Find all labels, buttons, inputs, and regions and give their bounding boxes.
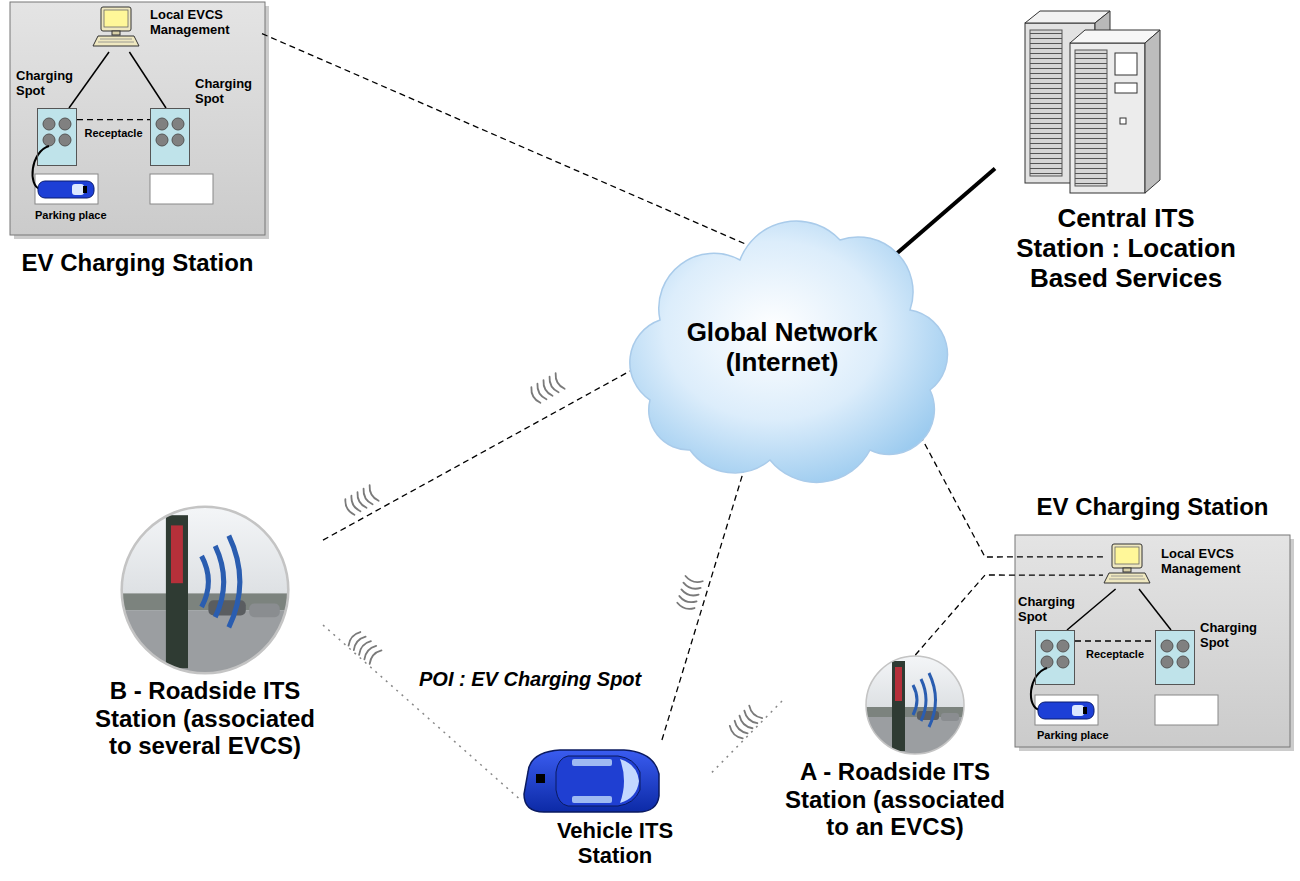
computer-icon: [93, 7, 139, 46]
connector: [662, 468, 745, 740]
car-icon: [38, 181, 94, 198]
station-heading: EV Charging Station: [1015, 493, 1290, 521]
receptacle-symbol: [1177, 640, 1189, 652]
vehicle-icon: [524, 750, 659, 812]
wireless-symbol: [676, 576, 702, 611]
charging-spot: Charging Spot: [1035, 630, 1075, 685]
charging-spot: Charging Spot: [37, 108, 77, 166]
connector: [323, 625, 520, 799]
receptacle-symbol: [156, 134, 168, 146]
receptacle-symbol: [172, 134, 184, 146]
receptacle-symbol: [1041, 640, 1053, 652]
management-terminal: Local EVCS Management: [1103, 543, 1283, 589]
server-icon: [1115, 83, 1137, 93]
server-icon: [1025, 11, 1160, 193]
receptacle-symbol: [1177, 656, 1189, 668]
receptacle-symbol: [156, 118, 168, 130]
server-icon: [1075, 50, 1107, 186]
receptacle-symbol: [1161, 656, 1173, 668]
receptacle-symbol: [59, 134, 71, 146]
connector: [895, 169, 995, 255]
server-station: Central ITS Station : Location Based Ser…: [995, 8, 1257, 300]
vehicle-station: Vehicle ITS Station: [520, 740, 710, 872]
node-label: Local EVCS Management: [150, 8, 260, 38]
parking-place: [35, 174, 98, 204]
receptacle-symbol: [59, 118, 71, 130]
wireless-symbol: [529, 373, 565, 404]
receptacle-symbol: [43, 118, 184, 146]
receptacle-symbol: [43, 118, 55, 130]
receptacle-symbol: [1161, 640, 1173, 652]
management-terminal: Local EVCS Management: [92, 6, 262, 52]
part-label: Receptacle: [77, 127, 150, 140]
vehicle-icon: [536, 774, 545, 783]
node-label: Charging Spot: [16, 69, 80, 99]
node-label: Central ITS Station : Location Based Ser…: [1013, 204, 1239, 294]
server-icon: [1145, 30, 1160, 193]
computer-icon: [1104, 544, 1150, 583]
part-label: Parking place: [35, 209, 107, 222]
wireless-symbol: [343, 485, 379, 516]
roadside-station: A - Roadside ITS Station (associated to …: [782, 655, 1008, 855]
station-panel: [10, 2, 265, 235]
car-icon: [1038, 702, 1094, 719]
node-label: Charging Spot: [1200, 621, 1264, 651]
server-icon: [1120, 118, 1126, 124]
node-label: Charging Spot: [195, 77, 259, 107]
receptacle-symbol: [43, 134, 55, 146]
vehicle-icon: [524, 750, 659, 812]
receptacle-symbol: [1041, 640, 1189, 668]
charging-spot-fill: [37, 108, 77, 166]
connector: [262, 34, 769, 255]
receptacle-symbol: [1041, 656, 1053, 668]
roadside-unit-photo: [120, 505, 290, 675]
charging-spot: Charging Spot: [150, 108, 190, 166]
connector: [77, 119, 150, 120]
receptacle-symbol: [172, 118, 184, 130]
charging-spot-fill: [1035, 630, 1075, 685]
vehicle-icon: [620, 759, 639, 803]
vehicle-icon: [556, 756, 640, 806]
connector: [1139, 589, 1171, 630]
network-cloud: Global Network (Internet): [610, 200, 955, 485]
poi-label: POI : EV Charging Spot: [419, 668, 641, 691]
charging-spot-fill: [1155, 630, 1195, 685]
receptacle-symbol: [1057, 640, 1069, 652]
connector: [323, 371, 630, 540]
node-label: Vehicle ITS Station: [540, 818, 690, 869]
node-label: Global Network (Internet): [682, 318, 882, 378]
node-label: Charging Spot: [1018, 595, 1082, 625]
charging-spot-fill: [150, 108, 190, 166]
charging-station-panel: EV Charging StationLocal EVCS Management…: [10, 2, 265, 235]
wireless-symbol: [728, 706, 762, 741]
station-panel: [1015, 535, 1290, 747]
charging-station-panel: EV Charging StationLocal EVCS Management…: [1015, 535, 1290, 747]
server-icon: [1115, 53, 1137, 75]
connector: [710, 701, 782, 774]
connector: [69, 52, 109, 108]
node-label: Local EVCS Management: [1161, 547, 1271, 577]
part-label: Receptacle: [1075, 648, 1155, 661]
parking-place: [150, 174, 213, 204]
wireless-symbol: [346, 630, 381, 664]
connector: [1075, 640, 1155, 641]
roadside-unit-photo: [865, 655, 965, 755]
vehicle-icon: [572, 796, 612, 803]
parking-place: [1035, 695, 1098, 725]
server-icon: [1070, 43, 1145, 193]
node-label: A - Roadside ITS Station (associated to …: [782, 758, 1008, 841]
part-label: Parking place: [1037, 729, 1109, 742]
connector: [129, 52, 166, 108]
parking-place: [1155, 695, 1218, 725]
receptacle-symbol: [1057, 656, 1069, 668]
cloud-outline: [630, 221, 948, 482]
vehicle-icon: [572, 759, 612, 766]
charging-spot: Charging Spot: [1155, 630, 1195, 685]
node-label: B - Roadside ITS Station (associated to …: [92, 677, 318, 760]
server-icon: [1030, 30, 1062, 176]
station-heading: EV Charging Station: [10, 249, 265, 277]
roadside-station: B - Roadside ITS Station (associated to …: [87, 505, 323, 767]
